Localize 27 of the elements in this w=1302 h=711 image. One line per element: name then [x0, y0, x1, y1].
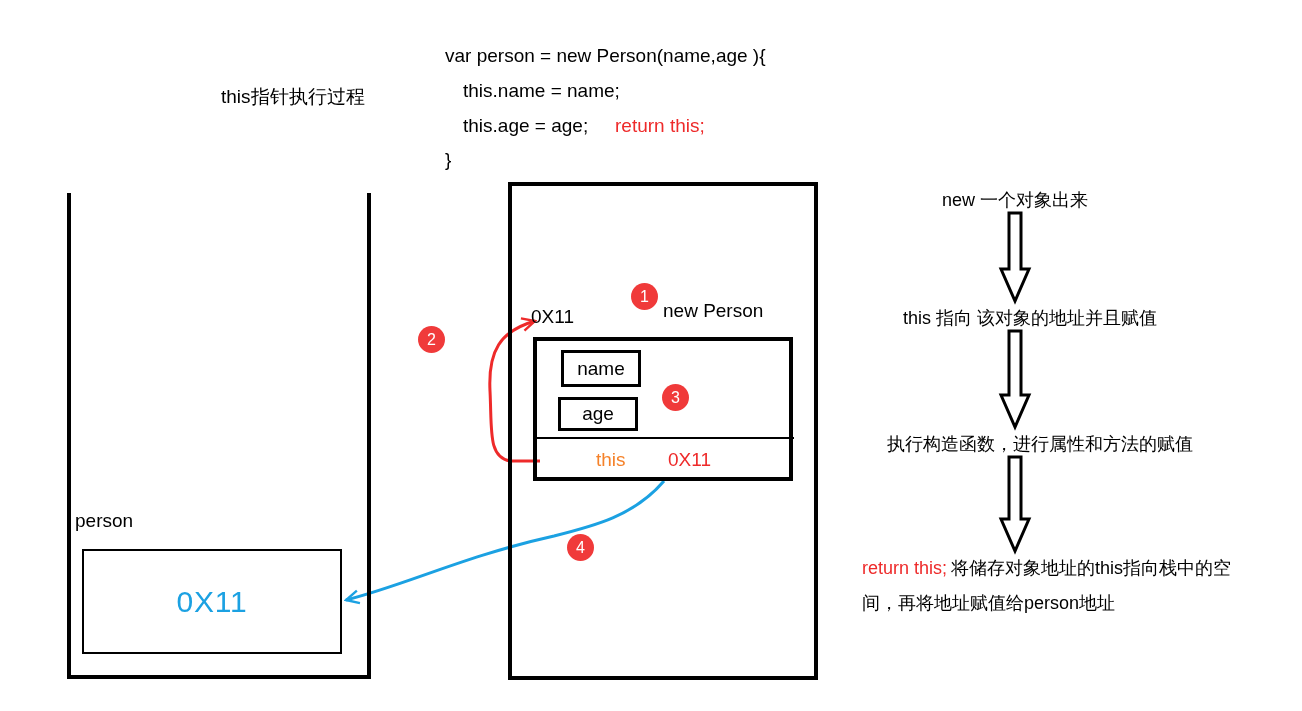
callout-number: 2: [418, 326, 445, 353]
property-box: name: [561, 350, 641, 387]
step-text: new 一个对象出来: [941, 189, 1089, 212]
this-label: this: [596, 448, 626, 472]
address-value: 0X11: [176, 585, 248, 618]
callout-number: 1: [631, 283, 658, 310]
code-line: var person = new Person(name,age ){: [445, 44, 766, 68]
address-value: 0X11: [668, 448, 711, 472]
step-text: this 指向 该对象的地址并且赋值: [902, 307, 1158, 330]
arrow: [488, 317, 540, 463]
address-text: 0X11: [531, 305, 574, 329]
variable-name: person: [75, 509, 134, 533]
arrow: [344, 479, 666, 605]
object-heading: new Person: [663, 299, 764, 323]
code-line: return this;: [615, 114, 705, 138]
block-arrow: [998, 329, 1032, 431]
block-arrow: [998, 455, 1032, 555]
callout-number: 3: [662, 384, 689, 411]
step-text: 执行构造函数，进行属性和方法的赋值: [886, 433, 1194, 456]
property-box: age: [558, 397, 638, 431]
code-line: }: [445, 148, 452, 172]
callout-number: 4: [567, 534, 594, 561]
code-line: this.name = name;: [463, 79, 620, 103]
step-text: return this; 将储存对象地址的this指向栈中的空间，再将地址赋值给person地址: [862, 557, 1233, 615]
diagram-title: this指针执行过程: [221, 85, 365, 109]
code-line: this.age = age;: [463, 114, 589, 138]
block-arrow: [998, 211, 1032, 305]
